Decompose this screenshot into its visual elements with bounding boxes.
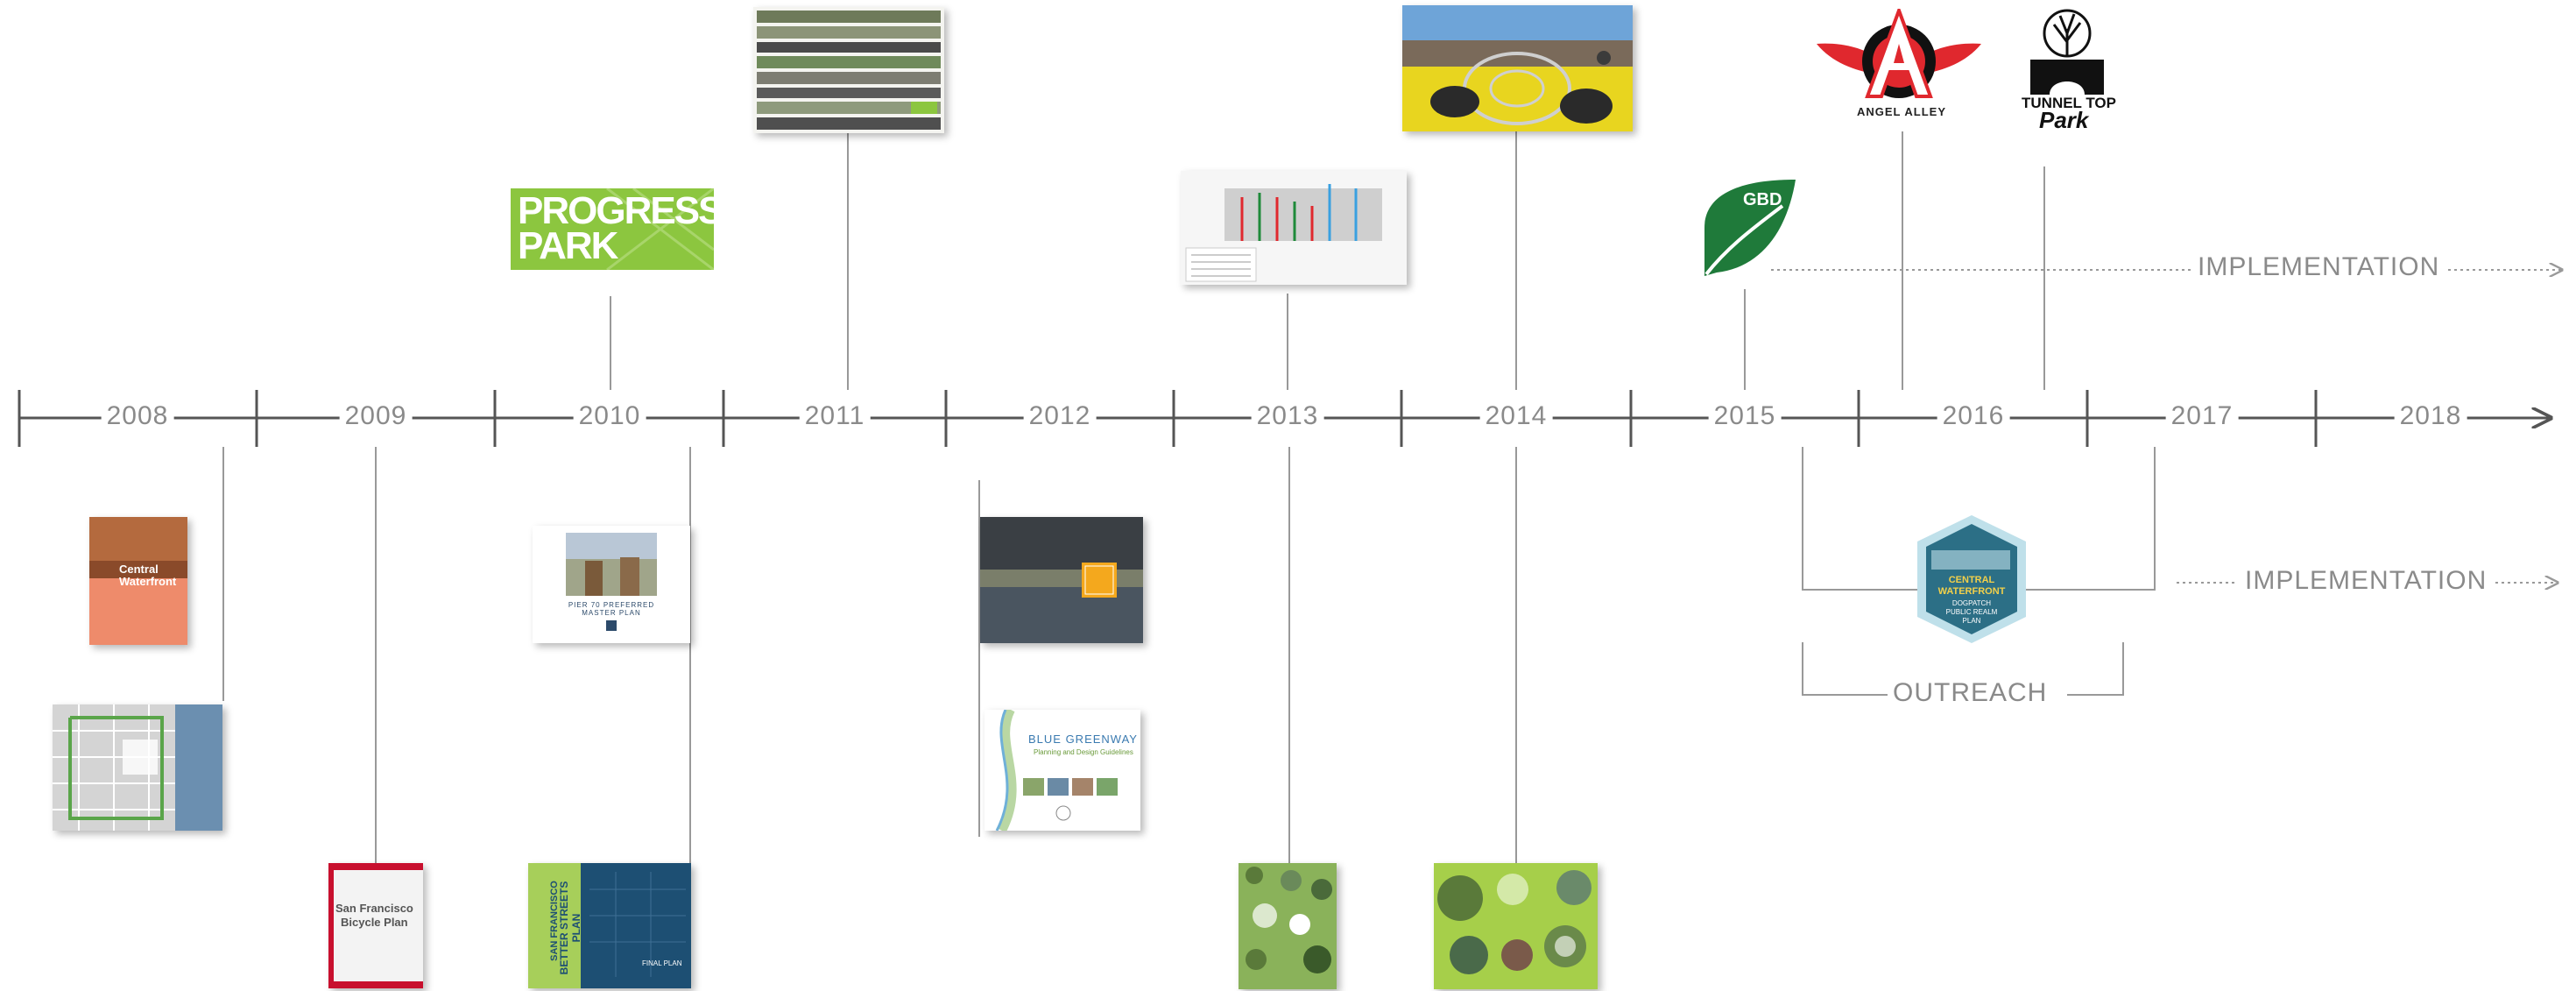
badge-line-1: CENTRAL xyxy=(1948,575,1995,585)
badge-line-4: PUBLIC REALM xyxy=(1945,608,1998,616)
year-dividers xyxy=(18,390,2318,447)
year-label-2014: 2014 xyxy=(1479,401,1553,431)
implementation-label-bottom: IMPLEMENTATION xyxy=(2240,566,2493,596)
progress-park-logo: PROGRESS PARK xyxy=(511,188,714,270)
tunnel-top-park-text: Park xyxy=(2039,107,2089,133)
blue-greenway-cover-graphic xyxy=(995,710,1118,831)
blue-greenway-cover: BLUE GREENWAY Planning and Design Guidel… xyxy=(985,710,1140,831)
pier-70-cover-graphic xyxy=(566,533,657,631)
year-label-2016: 2016 xyxy=(1937,401,2010,431)
implementation-label-top: IMPLEMENTATION xyxy=(2192,252,2445,282)
green-vision-report xyxy=(1434,863,1598,989)
central-waterfront-title-2: Waterfront xyxy=(119,575,177,588)
gbd-logo: GBD xyxy=(1699,180,1797,276)
central-waterfront-title-1: Central xyxy=(119,563,159,576)
implementation-arrows xyxy=(1771,270,2562,583)
green-vision-report-graphic xyxy=(1434,863,1598,989)
better-streets-vertical-2: BETTER STREETS PLAN xyxy=(558,881,582,975)
blue-greenway-subtitle: Planning and Design Guidelines xyxy=(1034,748,1133,756)
playground-photo xyxy=(1402,5,1633,131)
outreach-label: OUTREACH xyxy=(1888,678,2053,708)
street-greening-plan-image xyxy=(753,7,944,133)
better-streets-final-plan: FINAL PLAN xyxy=(642,959,682,967)
bicycle-plan-cover: San Francisco Bicycle Plan xyxy=(328,863,423,988)
blue-greenway-title: BLUE GREENWAY xyxy=(1028,733,1138,746)
progress-park-x-graphic xyxy=(606,188,714,270)
year-label-2009: 2009 xyxy=(339,401,413,431)
central-waterfront-cover-graphic xyxy=(89,517,187,645)
gbd-logo-text: GBD xyxy=(1743,190,1782,209)
playground-photo-graphic xyxy=(1402,5,1633,131)
gbd-leaf-icon xyxy=(1704,180,1796,276)
tunnel-top-park-logo: TUNNEL TOP Park xyxy=(2015,7,2120,134)
central-waterfront-area-map xyxy=(53,704,222,831)
street-greening-plan-graphic xyxy=(757,11,941,130)
public-realm-badge-shield-icon xyxy=(1917,515,2026,643)
angel-alley-text: ANGEL ALLEY xyxy=(1857,105,1947,118)
bicycle-plan-title-1: San Francisco xyxy=(335,902,413,915)
year-label-2008: 2008 xyxy=(101,401,174,431)
year-label-2013: 2013 xyxy=(1251,401,1324,431)
badge-line-3: DOGPATCH xyxy=(1951,599,1992,607)
year-label-2011: 2011 xyxy=(799,401,871,431)
connector-lines xyxy=(222,131,2156,867)
green-connections-booklet-graphic xyxy=(1239,863,1337,989)
angel-alley-emblem-icon xyxy=(1817,5,1981,98)
green-connections-booklet xyxy=(1239,863,1337,989)
better-streets-cover-graphic xyxy=(528,863,691,988)
street-network-map-graphic xyxy=(1181,171,1407,285)
tunnel-top-tree-icon xyxy=(2030,9,2104,95)
tunnel-top-text: TUNNEL TOP xyxy=(2022,95,2116,111)
aerial-study-cover-graphic xyxy=(980,517,1143,643)
bicycle-plan-cover-graphic xyxy=(328,863,423,988)
year-label-2015: 2015 xyxy=(1708,401,1782,431)
aerial-study-cover xyxy=(980,517,1143,643)
year-label-2010: 2010 xyxy=(573,401,646,431)
badge-line-2: WATERFRONT xyxy=(1937,586,2006,597)
area-map-graphic xyxy=(53,704,222,831)
street-network-map xyxy=(1181,171,1407,285)
angel-alley-logo: ANGEL ALLEY xyxy=(1815,5,1983,121)
year-label-2018: 2018 xyxy=(2394,401,2467,431)
pier-70-caption: PIER 70 PREFERRED MASTER PLAN xyxy=(568,601,655,617)
pier-70-master-plan-cover: PIER 70 PREFERRED MASTER PLAN xyxy=(533,526,690,643)
better-streets-plan-cover: SAN FRANCISCO BETTER STREETS PLAN FINAL … xyxy=(528,863,691,988)
progress-park-text: PROGRESS PARK xyxy=(518,189,714,267)
bicycle-plan-title-2: Bicycle Plan xyxy=(341,916,408,929)
year-label-2017: 2017 xyxy=(2165,401,2239,431)
central-waterfront-plan-cover: Central Waterfront xyxy=(89,517,187,645)
year-label-2012: 2012 xyxy=(1023,401,1097,431)
badge-line-5: PLAN xyxy=(1962,617,1981,625)
public-realm-plan-badge: CENTRAL WATERFRONT DOGPATCH PUBLIC REALM… xyxy=(1914,515,2029,643)
